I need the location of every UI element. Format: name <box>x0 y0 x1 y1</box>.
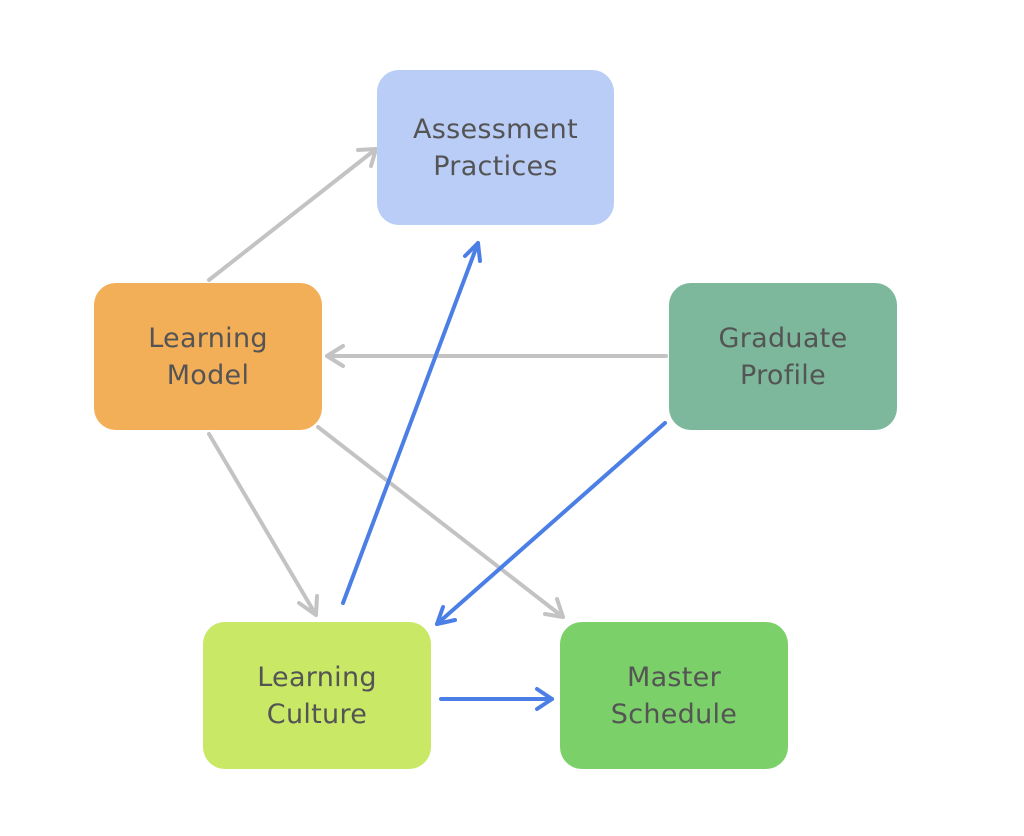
node-label-assessment-practices: Assessment Practices <box>413 113 578 182</box>
node-assessment-practices: Assessment Practices <box>377 70 614 225</box>
node-label-learning-culture: Learning Culture <box>257 661 377 730</box>
arrow-learning-model-to-master-schedule <box>316 425 565 619</box>
node-learning-model: Learning Model <box>94 283 322 430</box>
arrow-learning-culture-to-master-schedule <box>439 687 554 711</box>
node-label-graduate-profile: Graduate Profile <box>718 322 848 391</box>
arrow-learning-culture-to-assessment-practices <box>341 241 482 605</box>
arrow-graduate-profile-to-learning-model <box>325 344 668 368</box>
node-label-master-schedule: Master Schedule <box>610 661 738 730</box>
arrow-learning-model-to-assessment-practices <box>207 147 378 282</box>
arrow-learning-model-to-learning-culture <box>207 432 319 617</box>
node-learning-culture: Learning Culture <box>203 622 431 769</box>
node-label-learning-model: Learning Model <box>148 322 268 391</box>
arrow-graduate-profile-to-learning-culture <box>435 421 667 626</box>
node-master-schedule: Master Schedule <box>560 622 788 769</box>
node-graduate-profile: Graduate Profile <box>669 283 897 430</box>
